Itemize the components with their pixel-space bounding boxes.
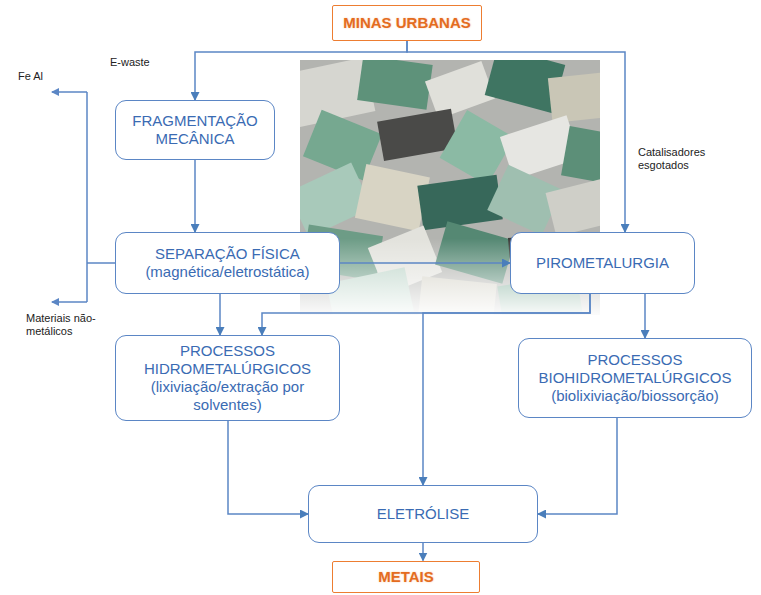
flow-arrow	[644, 294, 646, 338]
box-title: METAIS	[378, 568, 434, 586]
edge-label: E-waste	[108, 56, 152, 69]
process-box: SEPARAÇÃO FÍSICA(magnética/eletrostática…	[115, 232, 340, 294]
flow-arrow	[228, 421, 308, 514]
box-subtitle: (magnética/eletrostática)	[145, 263, 309, 281]
output-label: Materiais não-metálicos	[24, 312, 106, 338]
flow-arrow	[194, 160, 196, 232]
flow-arrow	[262, 294, 590, 335]
output-label: Fe Al	[16, 70, 45, 83]
flow-arrow	[407, 41, 625, 232]
process-box: ELETRÓLISE	[308, 485, 538, 543]
flow-arrow	[195, 41, 407, 100]
flow-arrow	[219, 294, 221, 335]
edge-label: Catalisadores esgotados	[636, 146, 732, 172]
box-title: PIROMETALURGIA	[536, 254, 669, 272]
flow-arrow	[538, 418, 617, 514]
flow-arrow	[422, 543, 424, 561]
box-title: FRAGMENTAÇÃO MECÂNICA	[123, 112, 267, 148]
process-box: PROCESSOS BIOHIDROMETALÚRGICOS(biolixivi…	[518, 338, 752, 418]
process-box: FRAGMENTAÇÃO MECÂNICA	[115, 100, 275, 160]
source-box: MINAS URBANAS	[332, 5, 482, 41]
output-box: METAIS	[332, 561, 480, 593]
process-box: PIROMETALURGIA	[510, 232, 695, 294]
box-title: SEPARAÇÃO FÍSICA	[155, 245, 300, 263]
box-subtitle: (lixiviação/extração por solventes)	[123, 378, 332, 414]
box-subtitle: (biolixiviação/biossorção)	[551, 387, 719, 405]
box-title: PROCESSOS HIDROMETALÚRGICOS	[123, 342, 332, 378]
box-title: PROCESSOS BIOHIDROMETALÚRGICOS	[526, 351, 744, 387]
box-title: MINAS URBANAS	[343, 14, 471, 32]
flow-arrow	[340, 262, 510, 264]
process-box: PROCESSOS HIDROMETALÚRGICOS(lixiviação/e…	[115, 335, 340, 421]
box-title: ELETRÓLISE	[377, 505, 470, 523]
